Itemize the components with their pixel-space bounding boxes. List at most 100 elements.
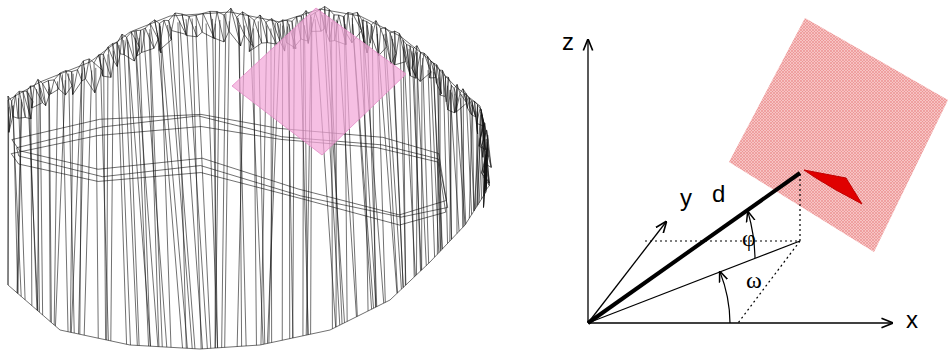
mesh-edge bbox=[213, 19, 218, 348]
mesh-edge bbox=[225, 21, 230, 347]
mesh-edge bbox=[339, 15, 344, 17]
mesh-edge bbox=[30, 98, 32, 305]
mesh-edge bbox=[169, 21, 172, 31]
mesh-edge bbox=[82, 61, 83, 81]
mesh-edge bbox=[103, 76, 111, 77]
mesh-edge bbox=[423, 58, 429, 263]
mesh-edge bbox=[13, 95, 16, 117]
mesh-edge bbox=[325, 7, 330, 10]
mesh-edge bbox=[210, 11, 217, 12]
pink-plane bbox=[232, 8, 406, 155]
mesh-edge bbox=[217, 11, 224, 41]
mesh-edge bbox=[178, 22, 186, 348]
mesh-edge bbox=[17, 99, 21, 292]
mesh-edge bbox=[201, 127, 281, 140]
mesh-edge bbox=[32, 86, 34, 108]
mesh-edge bbox=[196, 26, 211, 348]
mesh-edge bbox=[394, 31, 395, 65]
mesh-edge bbox=[169, 21, 172, 40]
mesh-edge bbox=[348, 12, 353, 13]
mesh-edge bbox=[229, 8, 231, 31]
mesh-edge bbox=[135, 31, 158, 346]
omega-arc bbox=[720, 272, 730, 323]
mesh-edge bbox=[98, 158, 202, 169]
mesh-edge bbox=[54, 80, 59, 89]
mesh-edge bbox=[32, 103, 43, 108]
mesh-edge bbox=[124, 37, 127, 54]
mesh-edge bbox=[159, 50, 161, 52]
red-patch bbox=[804, 170, 862, 204]
mesh-edge bbox=[201, 173, 302, 199]
mesh-edge bbox=[450, 92, 452, 241]
mesh-edge bbox=[104, 58, 106, 340]
mesh-edge bbox=[100, 55, 108, 341]
mesh-edge bbox=[142, 48, 154, 52]
mesh-edge bbox=[448, 110, 455, 113]
mesh-edge bbox=[479, 123, 484, 147]
mesh-edge bbox=[48, 81, 50, 94]
mesh-edge bbox=[484, 186, 489, 193]
mesh-edge bbox=[370, 37, 372, 43]
mesh-edge bbox=[213, 38, 224, 42]
mesh-edge bbox=[484, 177, 485, 196]
mesh-edge bbox=[78, 70, 82, 81]
mesh-edge bbox=[60, 330, 130, 345]
mesh-edge bbox=[223, 15, 224, 42]
mesh-edge bbox=[9, 101, 12, 132]
mesh-edge bbox=[438, 159, 447, 208]
mesh-edge bbox=[108, 47, 111, 77]
mesh-edge bbox=[266, 22, 276, 44]
mesh-edge bbox=[412, 68, 416, 78]
mesh-edge bbox=[267, 43, 276, 44]
mesh-edge bbox=[49, 89, 51, 322]
mesh-edge bbox=[155, 20, 161, 53]
mesh-edge bbox=[262, 42, 268, 43]
distance-line bbox=[588, 173, 800, 323]
mesh-edge bbox=[119, 45, 130, 345]
mesh-edge bbox=[18, 117, 25, 119]
mesh-edge bbox=[410, 46, 416, 78]
mesh-edge bbox=[49, 94, 51, 95]
mesh-edge bbox=[197, 32, 202, 37]
mesh-edge bbox=[224, 31, 229, 42]
mesh-edge bbox=[412, 68, 416, 76]
mesh-edge bbox=[23, 91, 31, 118]
mesh-edge bbox=[103, 116, 199, 127]
mesh-edge bbox=[421, 65, 422, 270]
mesh-edge bbox=[390, 262, 430, 300]
mesh-edge bbox=[186, 19, 207, 348]
mesh-edge bbox=[72, 70, 78, 72]
mesh-edge bbox=[90, 32, 130, 62]
projection-line bbox=[588, 241, 800, 323]
mesh-edge bbox=[476, 108, 480, 123]
mesh-edge bbox=[98, 127, 201, 136]
mesh-edge bbox=[438, 162, 446, 212]
mesh-edge bbox=[137, 52, 142, 56]
mesh-edge bbox=[480, 106, 488, 140]
mesh-edge bbox=[484, 176, 485, 196]
mesh-edge bbox=[136, 30, 141, 31]
mesh-edge bbox=[367, 22, 370, 44]
mesh-edge bbox=[55, 80, 65, 326]
mesh-edge bbox=[210, 11, 213, 37]
mesh-edge bbox=[488, 144, 492, 167]
mesh-edge bbox=[448, 77, 451, 85]
mesh-edge bbox=[461, 94, 463, 228]
mesh-edge bbox=[192, 18, 201, 348]
mesh-edge bbox=[51, 89, 59, 94]
angle-label: φ bbox=[742, 226, 756, 250]
mesh-edge bbox=[237, 26, 245, 347]
mesh-edge bbox=[416, 52, 418, 275]
mesh-edge bbox=[71, 73, 81, 332]
mesh-edge bbox=[430, 60, 455, 86]
mesh-edge bbox=[62, 74, 68, 331]
mesh-edge bbox=[243, 12, 254, 47]
mesh-edge bbox=[287, 20, 292, 22]
mesh-edge bbox=[140, 30, 142, 52]
mesh-edge bbox=[150, 29, 162, 347]
mesh-edge bbox=[430, 77, 436, 78]
mesh-edge bbox=[430, 225, 465, 262]
mesh-edge bbox=[139, 38, 150, 346]
mesh-edge bbox=[416, 76, 420, 81]
mesh-edge bbox=[272, 19, 277, 44]
